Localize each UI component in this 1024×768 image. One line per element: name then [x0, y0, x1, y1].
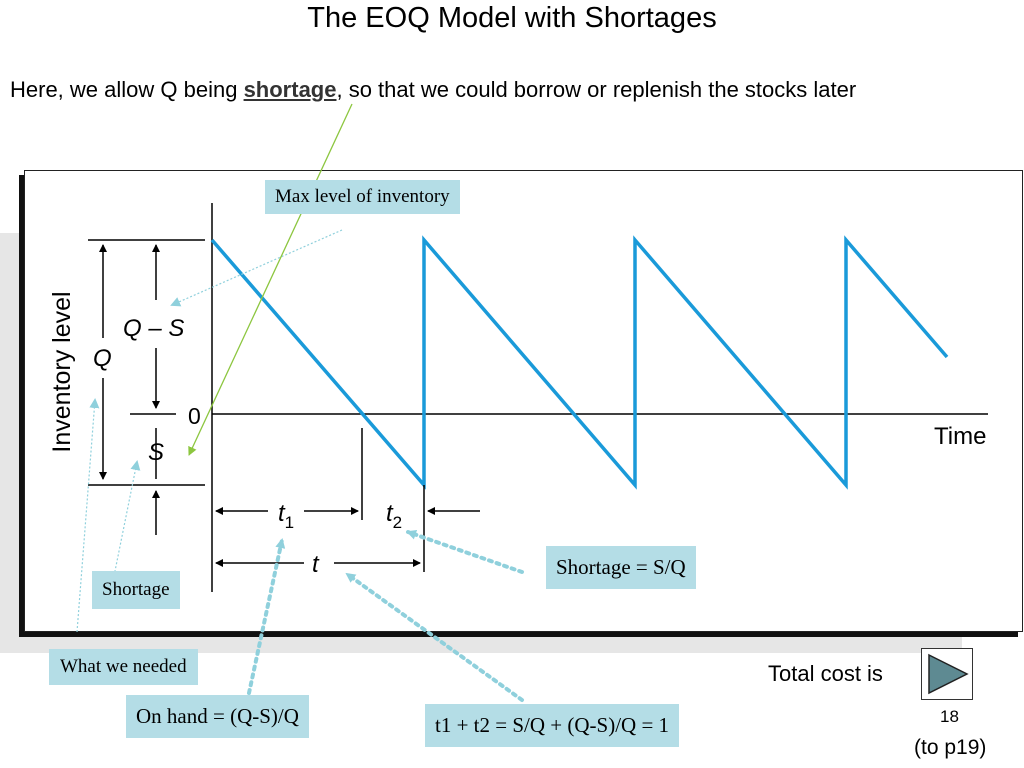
- shortage-ratio-connector: [406, 529, 524, 574]
- label-t1: t1: [278, 500, 294, 532]
- label-t1-main: t: [278, 500, 286, 527]
- label-q-minus-s: Q – S: [123, 315, 184, 342]
- intro-suffix: , so that we could borrow or replenish t…: [336, 77, 857, 102]
- label-t2-sub: 2: [393, 513, 402, 532]
- label-zero: 0: [188, 403, 201, 429]
- sum-connector: [345, 572, 524, 702]
- x-axis-label: Time: [934, 423, 986, 450]
- label-t2: t2: [386, 500, 402, 532]
- inventory-sawtooth: [210, 235, 949, 490]
- shortage-pointer: [188, 103, 353, 456]
- label-t2-main: t: [386, 500, 394, 527]
- shortage-link[interactable]: shortage: [243, 77, 337, 102]
- on-hand-callout: On hand = (Q-S)/Q: [126, 695, 309, 738]
- next-page-reference: (to p19): [914, 736, 987, 759]
- label-t: t: [312, 551, 320, 578]
- intro-prefix: Here, we allow Q being: [10, 77, 244, 102]
- what-needed-callout: What we needed: [49, 649, 198, 685]
- play-icon: [928, 653, 969, 695]
- what-needed-connector: [76, 398, 100, 633]
- slide-title: The EOQ Model with Shortages: [307, 2, 717, 34]
- max-level-callout: Max level of inventory: [265, 180, 460, 214]
- label-s: S: [148, 439, 164, 466]
- sum-callout: t1 + t2 = S/Q + (Q-S)/Q = 1: [425, 704, 680, 747]
- intro-text: Here, we allow Q being shortage, so that…: [10, 74, 970, 105]
- label-q: Q: [93, 345, 112, 372]
- label-t1-sub: 1: [285, 513, 294, 532]
- max-level-connector: [170, 229, 343, 307]
- shortage-ratio-callout: Shortage = S/Q: [546, 546, 696, 589]
- shortage-callout: Shortage: [92, 571, 180, 609]
- total-cost-label: Total cost is: [768, 661, 883, 686]
- next-slide-button[interactable]: [921, 648, 973, 700]
- diagram-frame: [24, 170, 1023, 632]
- on-hand-connector: [247, 538, 286, 695]
- shortage-connector: [113, 460, 141, 577]
- page-number: 18: [940, 707, 959, 726]
- y-axis-label: Inventory level: [48, 291, 76, 452]
